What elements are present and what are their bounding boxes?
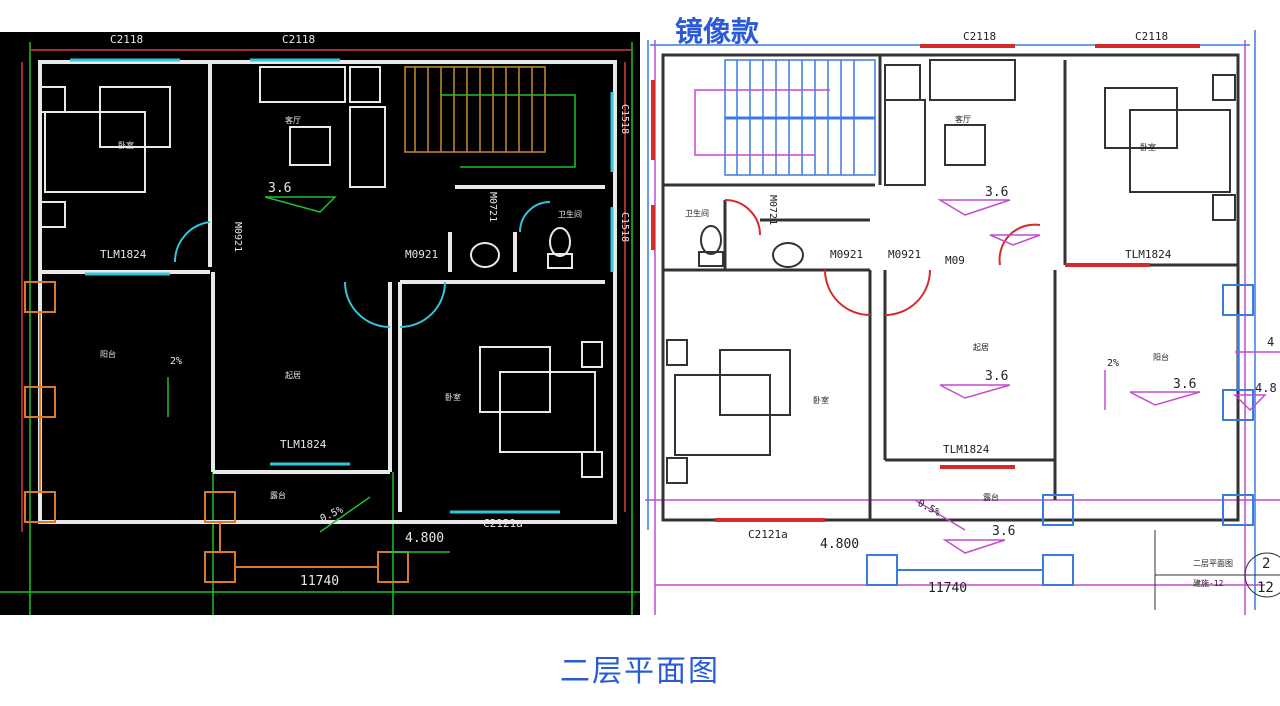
room-label: 卧室 bbox=[118, 140, 134, 150]
door-label: M0921 bbox=[888, 248, 921, 261]
title-block-code: 建施-12 bbox=[1193, 578, 1224, 588]
elevation-marks bbox=[167, 196, 450, 553]
mirror-version-label: 镜像款 bbox=[675, 15, 760, 48]
window-label: C1518 bbox=[619, 104, 630, 134]
room-label: 客厅 bbox=[285, 115, 301, 125]
slope-label: 0.5% bbox=[916, 498, 942, 519]
elevation-label: 3.6 bbox=[985, 369, 1008, 384]
door-label: M09 bbox=[945, 254, 965, 267]
door-label: TLM1824 bbox=[280, 438, 327, 451]
room-label: 客厅 bbox=[955, 114, 971, 124]
sheet-total: 12 bbox=[1257, 580, 1274, 596]
plan-caption: 二层平面图 bbox=[560, 654, 720, 689]
room-label: 起居 bbox=[973, 343, 989, 352]
room-label: 阳台 bbox=[100, 349, 116, 359]
window-label: C2118 bbox=[1135, 30, 1168, 43]
columns bbox=[24, 281, 409, 583]
beds bbox=[666, 74, 1236, 484]
room-label: 阳台 bbox=[1153, 352, 1169, 362]
elevation-label: 4.800 bbox=[405, 531, 444, 546]
title-block-name: 二层平面图 bbox=[1193, 559, 1233, 568]
elevation-label: 4.8 bbox=[1255, 381, 1277, 395]
title-block bbox=[1154, 530, 1280, 610]
elevation-label: 3.6 bbox=[992, 524, 1015, 539]
elevation-label: 3.6 bbox=[985, 185, 1008, 200]
beds bbox=[39, 86, 603, 478]
window-label: C2121a bbox=[483, 517, 523, 530]
sheet-number: 2 bbox=[1262, 556, 1270, 572]
window-label: C2121a bbox=[748, 528, 788, 541]
door-label: TLM1824 bbox=[100, 248, 147, 261]
window-label: C2118 bbox=[110, 33, 143, 46]
room-label: 卧室 bbox=[1140, 142, 1156, 152]
elevation-label: 4 bbox=[1267, 335, 1274, 349]
stair bbox=[694, 59, 876, 176]
door-swings bbox=[651, 44, 1200, 522]
door-label: M0721 bbox=[487, 192, 498, 222]
door-label: TLM1824 bbox=[943, 443, 990, 456]
room-label: 卫生间 bbox=[685, 208, 709, 218]
window-label: C2118 bbox=[963, 30, 996, 43]
door-label: M0921 bbox=[232, 222, 243, 252]
columns bbox=[866, 284, 1254, 586]
door-label: M0921 bbox=[830, 248, 863, 261]
door-label: M0921 bbox=[405, 248, 438, 261]
left-plan-drawing: C2118 C2118 TLM1824 TLM1824 M0921 C2121a… bbox=[0, 33, 640, 615]
slope-label: 2% bbox=[1107, 358, 1119, 369]
room-label: 起居 bbox=[285, 371, 301, 380]
room-label: 卧室 bbox=[445, 392, 461, 402]
left-floor-plan: C2118 C2118 TLM1824 TLM1824 M0921 C2121a… bbox=[0, 32, 640, 615]
door-label: M0721 bbox=[767, 195, 778, 225]
window-label: C2118 bbox=[282, 33, 315, 46]
room-label: 露台 bbox=[270, 490, 286, 500]
dimension-label: 11740 bbox=[300, 574, 339, 589]
stair bbox=[404, 66, 576, 168]
dimension-label: 11740 bbox=[928, 581, 967, 596]
walls bbox=[38, 60, 617, 524]
sanitary bbox=[698, 225, 804, 268]
room-label: 卧室 bbox=[813, 395, 829, 405]
room-label: 露台 bbox=[983, 492, 999, 502]
door-label: TLM1824 bbox=[1125, 248, 1172, 261]
sanitary bbox=[470, 227, 573, 269]
room-label: 卫生间 bbox=[558, 209, 582, 219]
elevation-marks bbox=[914, 199, 1280, 554]
window-label: C1518 bbox=[619, 212, 630, 242]
elevation-label: 3.6 bbox=[1173, 377, 1196, 392]
slope-label: 2% bbox=[170, 356, 182, 367]
elevation-label: 3.6 bbox=[268, 181, 291, 196]
door-swings bbox=[70, 58, 614, 514]
axis-lines bbox=[0, 42, 640, 615]
right-plan-drawing: C2118 C2118 C2121a TLM1824 TLM1824 M0921… bbox=[645, 30, 1280, 615]
elevation-label: 4.800 bbox=[820, 537, 859, 552]
right-floor-plan-mirror: C2118 C2118 C2121a TLM1824 TLM1824 M0921… bbox=[645, 0, 1280, 620]
